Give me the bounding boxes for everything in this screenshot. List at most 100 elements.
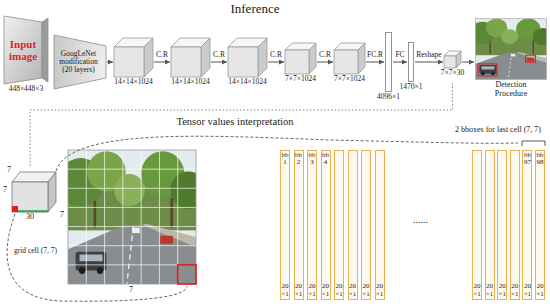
- feature-cube: 14×14×1024: [114, 38, 153, 86]
- feature-cube: 14×14×1024: [228, 38, 267, 86]
- bbox-field: bb 98: [535, 152, 545, 167]
- bbox-column-outline: [485, 151, 494, 300]
- node-body: 20 ×1: [348, 150, 358, 300]
- callout-text: 2 bboxes for last cell (7, 7): [455, 126, 541, 135]
- tensor-block: [12, 172, 56, 212]
- node-caption-area: [280, 300, 290, 301]
- node-body: [334, 43, 365, 74]
- bbox-column: 20 ×1: [497, 150, 507, 301]
- grid-image: [68, 150, 196, 284]
- fc-layer-bar: 1470×1: [408, 42, 414, 91]
- dashed-link: [7, 136, 518, 301]
- node-body: bb 9820 ×1: [535, 150, 545, 300]
- node-body: bb 120 ×1: [280, 150, 290, 300]
- node-body: [228, 38, 267, 77]
- dimension-number: 7: [60, 211, 64, 220]
- bbox-field: 20 ×1: [348, 283, 358, 298]
- bbox-column-outline: [522, 150, 532, 300]
- node-caption-area: [334, 300, 344, 301]
- bbox-column: bb 220 ×1: [294, 150, 304, 301]
- node-body: 20 ×1: [472, 150, 482, 300]
- bbox-column-outline: [280, 150, 290, 300]
- node-body: bb 9720 ×1: [522, 150, 532, 300]
- dimension-label: 7×7×1024: [334, 75, 365, 83]
- node-caption-area: [522, 300, 532, 301]
- layer-arrow: [268, 62, 284, 63]
- layer-operation-label: C.R: [269, 51, 283, 59]
- bbox-column-outline: [510, 150, 520, 300]
- bbox-column: 20 ×1: [485, 150, 495, 301]
- dimension-number: 7: [7, 166, 11, 175]
- node-caption-area: 14×14×1024: [114, 77, 153, 86]
- node-caption-area: [361, 300, 371, 301]
- layer-operation-label: FC: [394, 51, 405, 59]
- dimension-label: 4096×1: [377, 93, 400, 101]
- bbox-column-outline: [281, 151, 290, 300]
- googlenet-block-outline: [54, 35, 106, 89]
- fc-layer-bar-outline: [408, 42, 414, 82]
- node-caption-area: Detection Procedure: [475, 80, 547, 99]
- detection-image-outline: [469, 18, 550, 80]
- bbox-field: bb 4: [321, 152, 331, 167]
- feature-cube-outline: [456, 51, 461, 68]
- feature-cube-outline: [228, 47, 258, 77]
- bbox-column-outline: [510, 151, 519, 300]
- bbox-column-outline: [485, 150, 495, 300]
- dashed-link: [7, 214, 187, 301]
- bbox-column: 20 ×1: [375, 150, 385, 301]
- googlenet-block: GoogLeNet modification (20 layers): [54, 35, 106, 90]
- bbox-field: 20 ×1: [375, 283, 385, 298]
- feature-cube-outline: [171, 38, 210, 77]
- layer-operation-label: C.R: [212, 51, 226, 59]
- feature-cube: 7×7×1024: [285, 43, 316, 83]
- bbox-column-outline: [472, 150, 482, 300]
- bbox-field: bb 3: [307, 152, 317, 167]
- bbox-column-outline: [535, 150, 545, 300]
- node-caption-area: [472, 300, 482, 301]
- node-label: Input image: [5, 38, 41, 62]
- feature-cube-outline: [444, 51, 461, 68]
- node-caption-area: 7×7×30: [444, 68, 461, 77]
- node-body: [408, 42, 414, 82]
- grid-image: [178, 265, 196, 284]
- dimension-number: 7: [129, 286, 133, 295]
- node-body: 20 ×1: [485, 150, 495, 300]
- bbox-column: bb 320 ×1: [307, 150, 317, 301]
- dimension-label: 14×14×1024: [228, 78, 266, 86]
- bracket: [522, 141, 545, 146]
- node-caption-area: [348, 300, 358, 301]
- node-caption-area: 1470×1: [408, 82, 414, 91]
- node-caption-area: [321, 300, 331, 301]
- bbox-column-outline: [308, 151, 317, 300]
- bbox-column-outline: [362, 151, 371, 300]
- bbox-field: 20 ×1: [522, 283, 532, 298]
- node-body: [285, 43, 316, 74]
- node-caption-area: [485, 300, 495, 301]
- input-image-slab: Input image448×448×3: [4, 16, 48, 93]
- feature-cube-outline: [144, 38, 153, 77]
- dimension-label: 1470×1: [400, 83, 423, 91]
- feature-cube-outline: [228, 38, 267, 77]
- input-image-slab-outline: [42, 18, 48, 82]
- feature-cube: 7×7×30: [444, 51, 461, 77]
- bbox-column-outline: [321, 150, 331, 300]
- node-body: Input image: [4, 16, 48, 84]
- bbox-column-outline: [334, 150, 344, 300]
- node-caption-area: [307, 300, 317, 301]
- dimension-label: 7×7×30: [441, 69, 464, 77]
- fc-layer-bar-outline: [385, 32, 392, 92]
- grid-image: [68, 150, 196, 284]
- bbox-column-outline: [497, 150, 507, 300]
- node-body: bb 320 ×1: [307, 150, 317, 300]
- tensor-block: [18, 210, 48, 212]
- bbox-column-outline: [307, 150, 317, 300]
- tensor-block: [12, 206, 18, 212]
- feature-cube: 7×7×1024: [334, 43, 365, 83]
- layer-arrow: [415, 62, 443, 63]
- fc-layer-bar-outline: [409, 43, 414, 82]
- grid-image: [58, 150, 206, 284]
- input-image-slab-outline: [4, 16, 42, 84]
- dimension-label: Detection Procedure: [482, 81, 540, 99]
- node-caption-area: 7×7×1024: [334, 74, 365, 83]
- bbox-field: 20 ×1: [280, 283, 290, 298]
